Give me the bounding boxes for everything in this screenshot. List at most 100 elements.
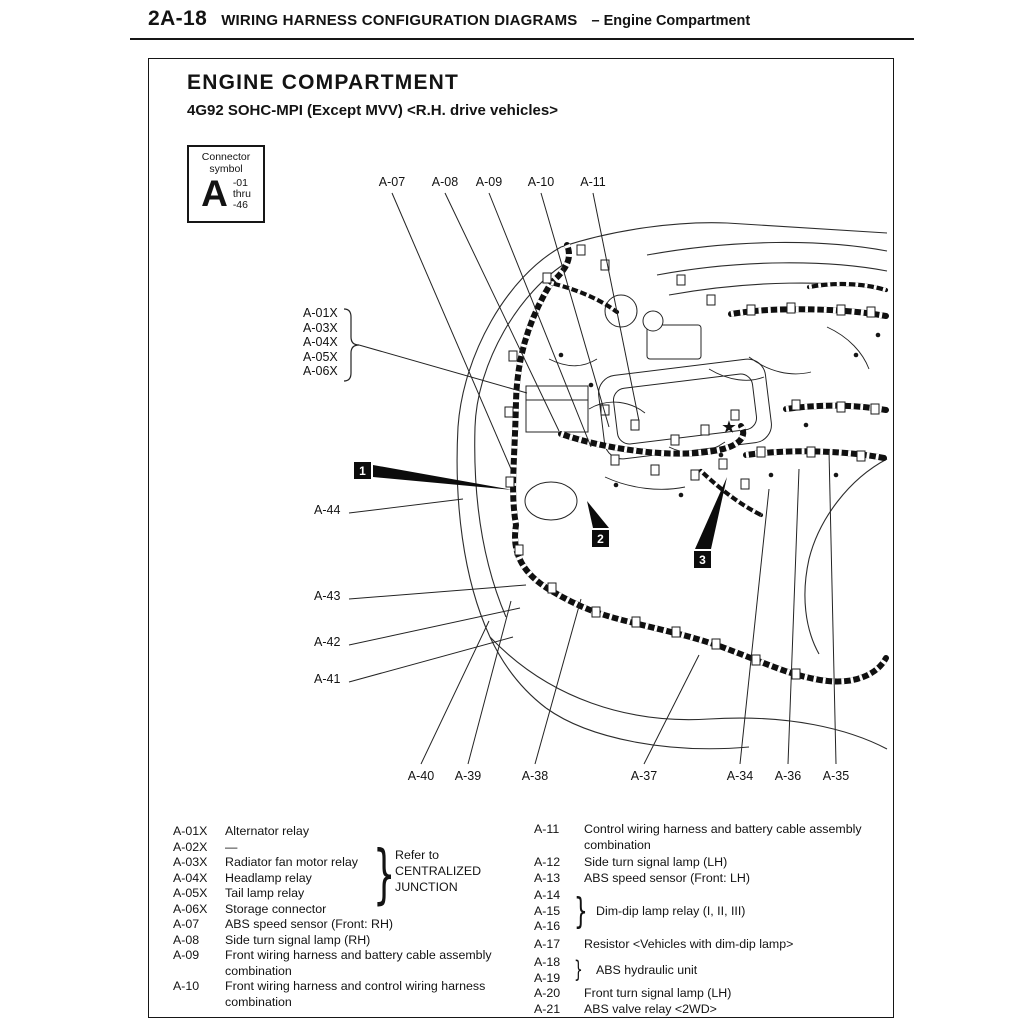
legend-code: A-06X xyxy=(173,901,208,916)
marker-3-pointer xyxy=(695,477,727,549)
legend-code: A-09 xyxy=(173,948,200,962)
legend-code: A-11 xyxy=(534,822,560,836)
legend-desc: Side turn signal lamp (LH) xyxy=(584,855,728,869)
legend-desc: Dim-dip lamp relay (I, II, III) xyxy=(596,903,746,918)
diagram-label-a44: A-44 xyxy=(314,503,341,517)
wiring-diagram: 1 2 3 ★ xyxy=(343,192,889,765)
diagram-label-a35: A-35 xyxy=(822,769,850,783)
marker-2 xyxy=(592,530,609,547)
connector-range-mid: thru xyxy=(232,187,251,200)
legend-code: A-21 xyxy=(534,1001,561,1016)
connector-range-bottom: -46 xyxy=(232,198,248,211)
group-brace: } xyxy=(574,957,583,983)
leader-lines xyxy=(343,192,837,765)
section-title: ENGINE COMPARTMENT xyxy=(187,71,460,94)
marker-2-pointer xyxy=(587,501,609,528)
legend-desc: ABS hydraulic unit xyxy=(596,962,698,977)
diagram-label-a07: A-07 xyxy=(378,175,406,189)
legend-code: A-03X xyxy=(173,855,208,869)
page-header: 2A-18 WIRING HARNESS CONFIGURATION DIAGR… xyxy=(130,4,914,40)
legend-desc: Front wiring harness and battery cable a… xyxy=(225,948,492,978)
svg-text:3: 3 xyxy=(699,553,706,567)
legend-desc: Front wiring harness and control wiring … xyxy=(225,979,486,1009)
diagram-label-a03x: A-03X xyxy=(303,320,338,335)
marker-1-pointer xyxy=(373,465,513,490)
diagram-label-a37: A-37 xyxy=(630,769,658,783)
legend-group-dim-dip: A-14 A-15 A-16 } Dim-dip lamp relay (I, … xyxy=(534,888,886,935)
legend-code: A-05X xyxy=(173,886,208,900)
diagram-label-a38: A-38 xyxy=(521,769,549,783)
centralized-junction-brace: } xyxy=(373,838,396,912)
legend-row: A-11 Control wiring harness and battery … xyxy=(534,822,886,853)
legend-desc: — xyxy=(225,839,238,854)
legend-row: A-12 Side turn signal lamp (LH) xyxy=(534,855,886,871)
legend-desc: Radiator fan motor relay xyxy=(225,855,358,869)
legend-desc: Storage connector xyxy=(225,901,327,916)
content-frame: ENGINE COMPARTMENT 4G92 SOHC-MPI (Except… xyxy=(148,58,894,1018)
diagram-label-a39: A-39 xyxy=(454,769,482,783)
group-brace: } xyxy=(574,891,588,932)
legend-group-abs-hydraulic: A-18 A-19 } ABS hydraulic unit xyxy=(534,955,886,986)
left-stack-brace xyxy=(343,308,360,382)
legend-desc: Control wiring harness and battery cable… xyxy=(584,822,862,852)
car-body-outline xyxy=(456,222,888,750)
legend-row: A-10 Front wiring harness and control wi… xyxy=(173,979,531,1010)
section-subtitle: 4G92 SOHC-MPI (Except MVV) <R.H. drive v… xyxy=(187,102,558,119)
diagram-left-stack: A-01X A-03X A-04X A-05X A-06X xyxy=(303,306,338,379)
legend-row: A-09 Front wiring harness and battery ca… xyxy=(173,948,531,979)
star-icon: ★ xyxy=(722,419,736,436)
diagram-label-a01x: A-01X xyxy=(303,306,338,320)
legend-code: A-13 xyxy=(534,870,561,885)
diagram-label-a04x: A-04X xyxy=(303,335,338,349)
legend-desc: ABS speed sensor (Front: RH) xyxy=(225,917,394,931)
legend-code: A-10 xyxy=(173,979,200,993)
legend-desc: Alternator relay xyxy=(225,824,310,838)
legend-row: A-13 ABS speed sensor (Front: LH) xyxy=(534,871,886,887)
connector-marks xyxy=(504,244,881,680)
marker-3 xyxy=(694,551,711,568)
legend-code: A-17 xyxy=(534,936,561,951)
legend-code: A-01X xyxy=(173,824,208,838)
diagram-label-a41: A-41 xyxy=(314,672,341,686)
legend-code: A-19 xyxy=(534,970,561,985)
diagram-label-a36: A-36 xyxy=(774,769,802,783)
callout-markers: 1 2 3 ★ xyxy=(354,419,736,568)
legend-row: A-20 Front turn signal lamp (LH) xyxy=(534,986,886,1002)
legend-code: A-04X xyxy=(173,870,208,885)
harness-group xyxy=(510,242,889,685)
legend-row: A-05X Tail lamp relay xyxy=(173,886,531,902)
connector-range-top: -01 xyxy=(232,176,248,189)
legend-desc: ABS speed sensor (Front: LH) xyxy=(584,870,750,885)
diagram-label-a43: A-43 xyxy=(314,589,341,603)
connector-caption-1: Connector xyxy=(201,151,251,163)
legend-row: A-17 Resistor <Vehicles with dim-dip lam… xyxy=(534,937,886,953)
svg-text:2: 2 xyxy=(597,532,604,546)
legend-desc: Front turn signal lamp (LH) xyxy=(584,986,732,1000)
page-number: 2A-18 xyxy=(148,7,208,30)
legend-row: A-06X Storage connector xyxy=(173,902,531,918)
refer-note-line1: Refer to xyxy=(395,848,440,862)
connector-caption-2: symbol xyxy=(209,163,243,175)
legend-desc: Headlamp relay xyxy=(225,870,312,885)
legend-desc: Tail lamp relay xyxy=(225,886,305,900)
diagram-label-a06x: A-06X xyxy=(303,364,338,378)
legend-row: A-04X Headlamp relay xyxy=(173,871,531,887)
legend-code: A-08 xyxy=(173,932,200,947)
diagram-label-a40: A-40 xyxy=(407,769,435,783)
diagram-label-a42: A-42 xyxy=(314,635,341,649)
legend-row: A-01X Alternator relay xyxy=(173,824,531,840)
legend-row: A-03X Radiator fan motor relay xyxy=(173,855,531,871)
diagram-label-a11: A-11 xyxy=(580,175,606,189)
legend-left-column: A-01X Alternator relay A-02X — A-03X Rad… xyxy=(173,824,531,1010)
refer-note-line2: CENTRALIZED xyxy=(395,864,482,878)
connector-letter: A xyxy=(201,173,228,214)
legend-desc: Resistor <Vehicles with dim-dip lamp> xyxy=(584,936,794,951)
legend-code: A-16 xyxy=(534,919,561,933)
legend-row: A-08 Side turn signal lamp (RH) xyxy=(173,933,531,949)
legend-desc: Side turn signal lamp (RH) xyxy=(225,932,371,947)
engine-components xyxy=(524,294,870,521)
legend-code: A-02X xyxy=(173,839,208,854)
svg-text:1: 1 xyxy=(359,464,366,478)
legend-code: A-15 xyxy=(534,903,561,918)
legend-row: A-02X — xyxy=(173,840,531,856)
